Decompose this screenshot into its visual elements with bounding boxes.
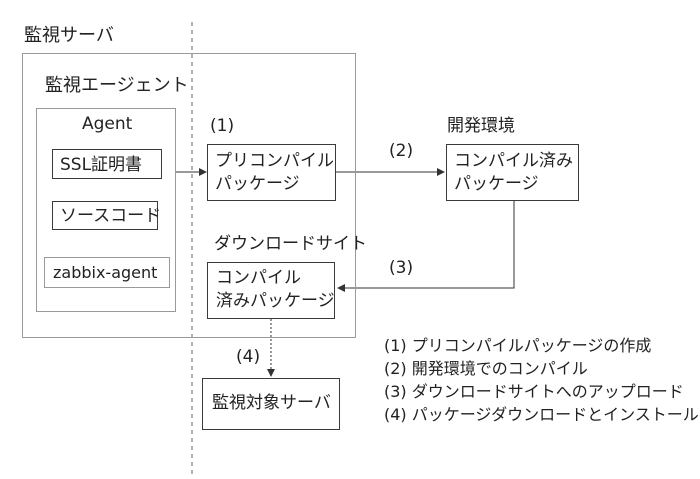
agent-group-title: 監視エージェント [45, 75, 189, 96]
agent-box [36, 108, 176, 312]
download-line1: コンパイル [216, 268, 301, 288]
compiled-package-download-box: コンパイル 済みパッケージ [207, 262, 335, 319]
download-line2: 済みパッケージ [216, 291, 335, 311]
step-2-label: (2) [389, 141, 414, 161]
legend-item-4: (4) パッケージダウンロードとインストール [384, 405, 699, 424]
ssl-cert-label: SSL証明書 [60, 155, 143, 175]
server-group-frame [22, 53, 356, 338]
arrow-devenv-to-downloadsite [337, 201, 515, 292]
precompile-line2: パッケージ [215, 174, 300, 194]
download-site-title: ダウンロードサイト [214, 234, 367, 254]
target-server-box: 監視対象サーバ [202, 378, 340, 430]
devenv-line1: コンパイル済み [454, 151, 573, 171]
step-1-label: (1) [210, 116, 235, 136]
server-title: 監視サーバ [24, 25, 114, 46]
step-3-label: (3) [389, 258, 414, 278]
zabbix-agent-label: zabbix-agent [53, 263, 158, 282]
devenv-line2: パッケージ [454, 174, 539, 194]
legend-item-1: (1) プリコンパイルパッケージの作成 [384, 336, 652, 355]
compiled-package-devenv-box: コンパイル済み パッケージ [446, 144, 579, 201]
legend-item-2: (2) 開発環境でのコンパイル [384, 359, 588, 378]
precompile-line1: プリコンパイル [215, 151, 334, 171]
zabbix-agent-item: zabbix-agent [44, 257, 170, 288]
target-server-label: 監視対象サーバ [212, 393, 331, 413]
agent-title: Agent [82, 114, 133, 134]
source-code-label: ソースコード [60, 206, 162, 226]
legend-item-3: (3) ダウンロードサイトへのアップロード [384, 382, 684, 401]
dev-env-title: 開発環境 [447, 116, 515, 136]
source-code-item: ソースコード [52, 201, 162, 230]
ssl-cert-item: SSL証明書 [52, 149, 162, 179]
step-4-label: (4) [236, 347, 261, 367]
precompile-package-box: プリコンパイル パッケージ [207, 144, 336, 201]
